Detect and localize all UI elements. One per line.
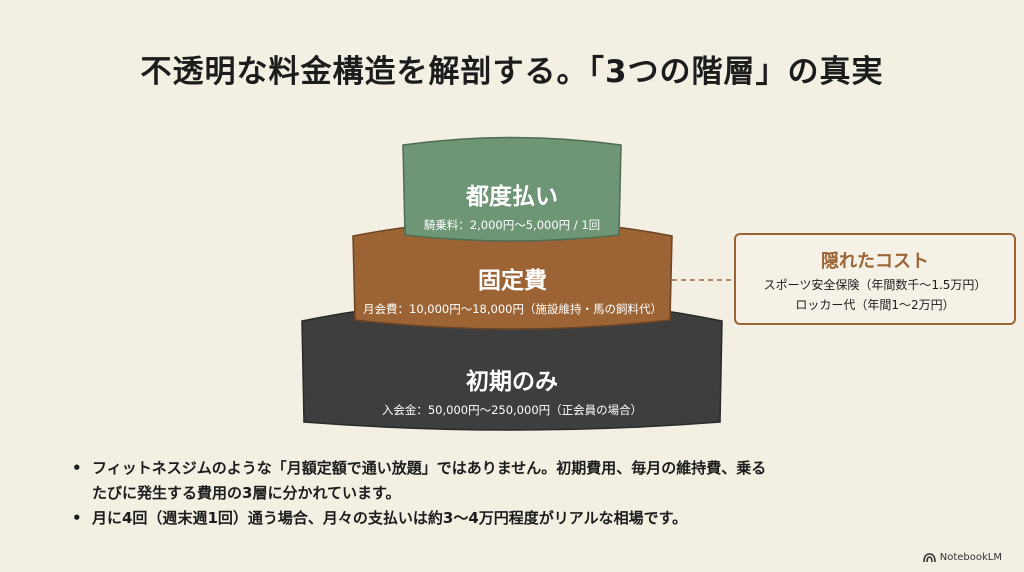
tier-top-detail: 騎乗料：2,000円〜5,000円 / 1回	[423, 218, 601, 232]
hidden-cost-callout: 隠れたコスト スポーツ安全保険（年間数千〜1.5万円） ロッカー代（年間1〜2万…	[734, 233, 1016, 325]
tier-bottom-detail: 入会金：50,000円〜250,000円（正会員の場合）	[381, 403, 643, 417]
bullet-text: フィットネスジムのような「月額定額で通い放題」ではありません。初期費用、毎月の維…	[92, 459, 767, 477]
brand-label: NotebookLM	[939, 552, 1002, 563]
callout-title: 隠れたコスト	[821, 251, 929, 272]
tier-middle-name: 固定費	[478, 268, 547, 294]
page-title: 不透明な料金構造を解剖する。「3つの階層」の真実	[140, 54, 884, 90]
tier-middle-detail: 月会費：10,000円〜18,000円（施設維持・馬の飼料代）	[363, 302, 662, 316]
callout-line-locker: ロッカー代（年間1〜2万円）	[795, 298, 955, 312]
bullet-text: たびに発生する費用の3層に分かれています。	[92, 484, 401, 502]
tier-top-name: 都度払い	[466, 184, 558, 210]
tier-bottom: 初期のみ 入会金：50,000円〜250,000円（正会員の場合）	[302, 362, 722, 418]
notebooklm-logo-icon	[922, 552, 936, 562]
brand-mark: NotebookLM	[922, 552, 1002, 563]
bullet-marker: •	[72, 459, 82, 477]
callout-line-insurance: スポーツ安全保険（年間数千〜1.5万円）	[763, 278, 987, 292]
tier-bottom-name: 初期のみ	[466, 369, 558, 395]
bullet-text: 月に4回（週末週1回）通う場合、月々の支払いは約3〜4万円程度がリアルな相場です…	[92, 509, 688, 527]
bullet-marker: •	[72, 509, 82, 527]
bullet-list: • フィットネスジムのような「月額定額で通い放題」ではありません。初期費用、毎月…	[72, 456, 972, 531]
list-item: • フィットネスジムのような「月額定額で通い放題」ではありません。初期費用、毎月…	[72, 456, 972, 506]
tier-middle: 固定費 月会費：10,000円〜18,000円（施設維持・馬の飼料代）	[353, 261, 672, 317]
tier-top-shape	[402, 136, 622, 242]
list-item: • 月に4回（週末週1回）通う場合、月々の支払いは約3〜4万円程度がリアルな相場…	[72, 506, 972, 531]
tier-top: 都度払い 騎乗料：2,000円〜5,000円 / 1回	[403, 177, 621, 233]
